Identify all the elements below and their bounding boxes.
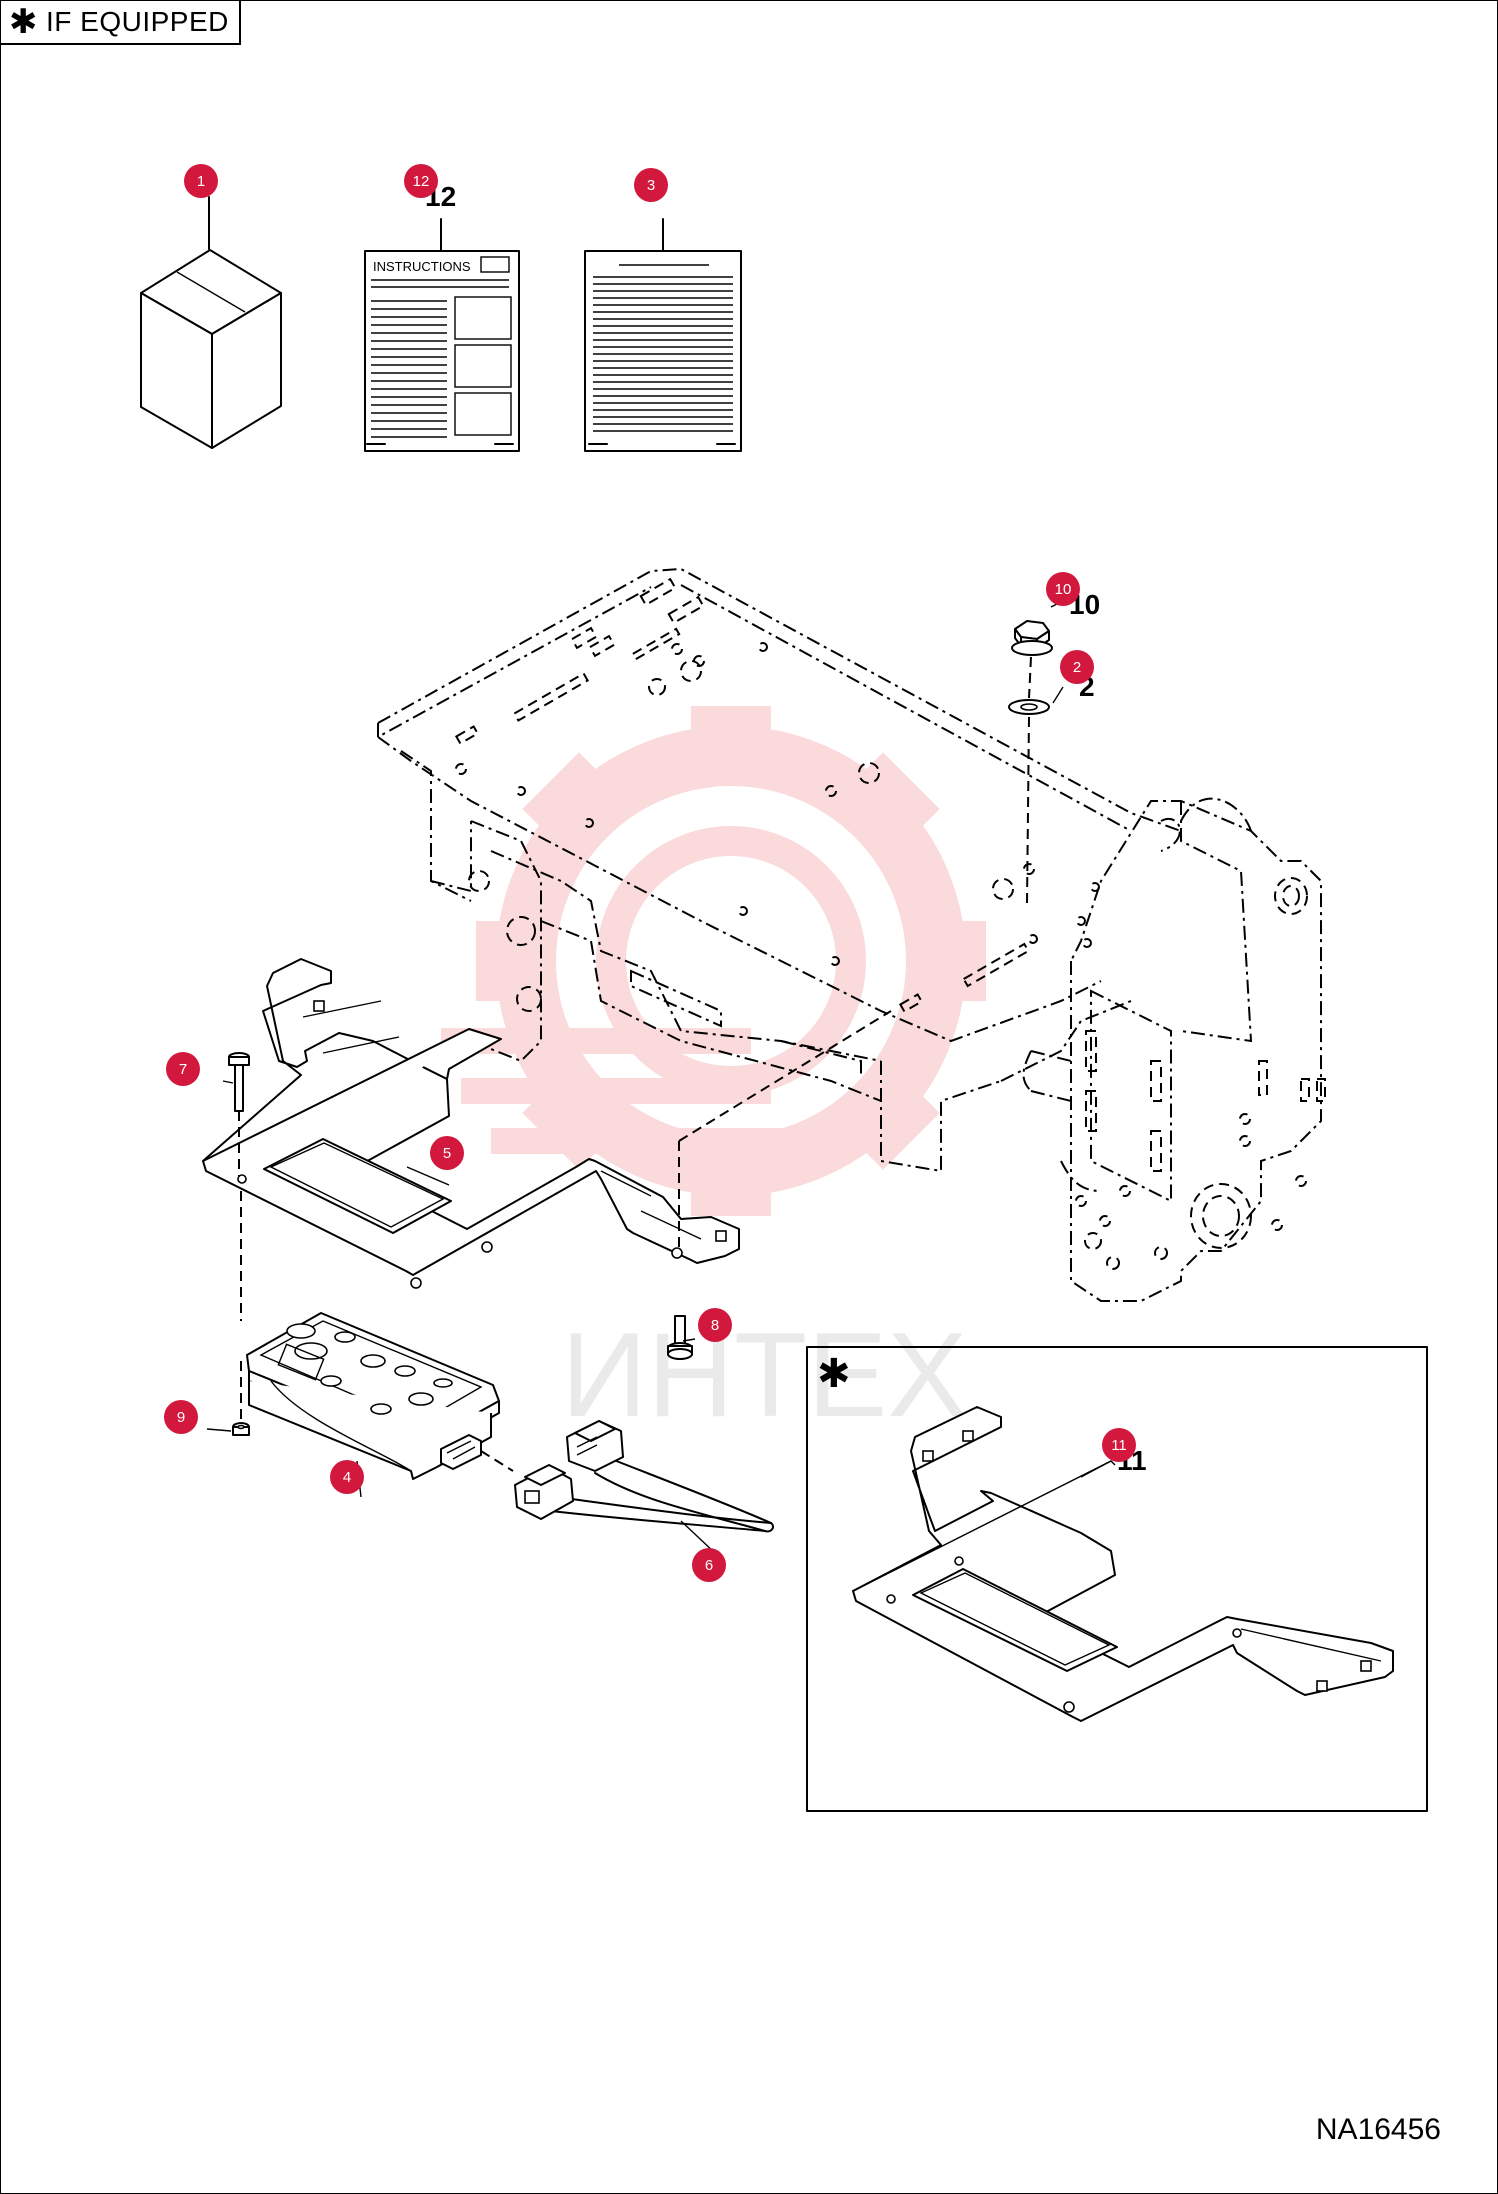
- instructions-sheet-title: INSTRUCTIONS: [373, 259, 471, 274]
- watermark-gear-logo: ИНТЕХ: [441, 706, 986, 1442]
- callout-5[interactable]: 5: [430, 1136, 464, 1170]
- if-equipped-label: IF EQUIPPED: [46, 6, 229, 37]
- optional-part-inset: [806, 1346, 1428, 1812]
- flange-nut-part-10: [1011, 620, 1053, 656]
- bolt-part-7: [228, 1052, 250, 1112]
- wiring-harness-part-6: [514, 1420, 775, 1533]
- callout-11[interactable]: 11: [1102, 1428, 1136, 1462]
- kit-box-part-1: [140, 196, 282, 449]
- washer-part-2: [1008, 699, 1050, 715]
- fastener-axis-top: [1028, 656, 1032, 699]
- callout-7[interactable]: 7: [166, 1052, 200, 1086]
- connector-axis: [480, 1450, 514, 1472]
- control-module-part-4: [246, 1312, 500, 1480]
- callout-8[interactable]: 8: [698, 1308, 732, 1342]
- callout-9[interactable]: 9: [164, 1400, 198, 1434]
- drawing-number: NA16456: [1315, 2113, 1441, 2146]
- callout-2[interactable]: 2: [1060, 650, 1094, 684]
- callout-6[interactable]: 6: [692, 1548, 726, 1582]
- fastener-axis-frame: [1026, 716, 1030, 904]
- callout-4[interactable]: 4: [330, 1460, 364, 1494]
- asterisk-icon: ✱: [9, 2, 38, 42]
- watermark-text: ИНТЕХ: [561, 1308, 967, 1442]
- carriage-bolt-part-8: [667, 1315, 693, 1360]
- manual-sheet-part-3: [584, 218, 742, 452]
- nut-part-9: [232, 1422, 250, 1436]
- machine-frame-phantom: [377, 567, 1326, 1302]
- callout-3[interactable]: 3: [634, 168, 668, 202]
- callout-12[interactable]: 12: [404, 164, 438, 198]
- if-equipped-legend: ✱ IF EQUIPPED: [1, 1, 241, 45]
- mounting-bracket-part-5: [202, 958, 740, 1289]
- alternate-bracket-part-11: [852, 1406, 1394, 1722]
- inset-asterisk-icon: ✱: [817, 1351, 851, 1397]
- bracket-to-frame-axis: [678, 1010, 892, 1142]
- instructions-sheet-part-12: INSTRUCTIONS: [364, 218, 520, 452]
- callout-1[interactable]: 1: [184, 164, 218, 198]
- callout-10[interactable]: 10: [1046, 572, 1080, 606]
